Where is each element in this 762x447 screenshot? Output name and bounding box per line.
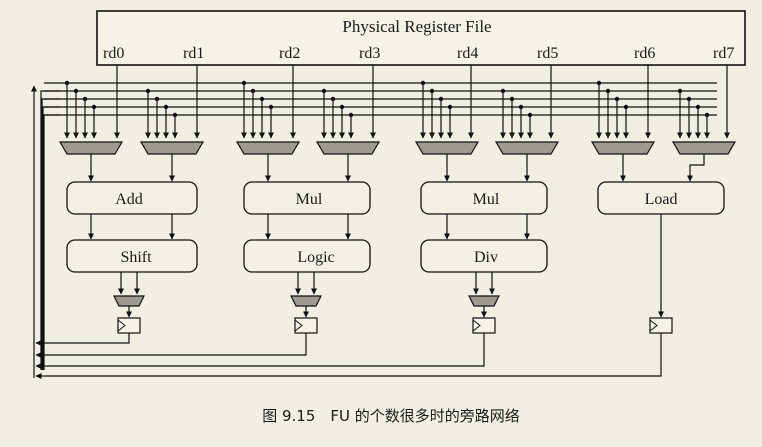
operand-mux-5 bbox=[494, 141, 560, 155]
operand-mux-3 bbox=[315, 141, 381, 155]
operand-mux-1 bbox=[139, 141, 205, 155]
div-unit-label: Div bbox=[474, 249, 498, 266]
mul-unit-1-label: Mul bbox=[296, 191, 323, 208]
pipeline-register-0 bbox=[117, 317, 141, 334]
operand-mux-6 bbox=[590, 141, 656, 155]
writeback-wire-3 bbox=[35, 333, 662, 379]
bypass-return-1 bbox=[40, 90, 60, 370]
mul-unit-1 bbox=[243, 181, 371, 215]
result-mux-1 bbox=[290, 295, 322, 307]
writeback-wire-2 bbox=[35, 333, 485, 369]
clock-triangle bbox=[472, 319, 481, 332]
fu-group-1: Add Shift bbox=[66, 181, 198, 273]
read-port-labels: rd0 rd1 rd2 rd3 rd4 rd5 rd6 rd7 bbox=[103, 45, 734, 62]
bypass-return-4 bbox=[43, 114, 60, 370]
bypass-return-2 bbox=[41, 98, 60, 370]
operand-muxes bbox=[58, 141, 737, 155]
operand-mux-7 bbox=[671, 141, 737, 155]
bypass-return-3 bbox=[42, 106, 60, 370]
operand-mux-2 bbox=[235, 141, 301, 155]
clock-triangle bbox=[294, 319, 303, 332]
register-file-box bbox=[96, 10, 746, 66]
register-file-label: Physical Register File bbox=[342, 17, 491, 36]
mul-unit-2-label: Mul bbox=[473, 191, 500, 208]
shift-unit-label: Shift bbox=[120, 249, 152, 266]
figure-caption: 图 9.15 FU 的个数很多时的旁路网络 bbox=[262, 407, 520, 425]
fu-group-2: Mul Logic bbox=[243, 181, 371, 273]
pipeline-register-3 bbox=[649, 317, 673, 334]
fu-group-3: Mul Div bbox=[420, 181, 548, 273]
logic-unit bbox=[243, 239, 371, 273]
shift-unit bbox=[66, 239, 198, 273]
result-mux-2 bbox=[468, 295, 500, 307]
port-label-rd3: rd3 bbox=[359, 45, 380, 62]
port-label-rd2: rd2 bbox=[279, 45, 300, 62]
bypass-wires bbox=[31, 65, 730, 378]
port-label-rd1: rd1 bbox=[183, 45, 204, 62]
writeback-wire-0 bbox=[35, 333, 130, 346]
port-label-rd4: rd4 bbox=[457, 45, 478, 62]
result-stage bbox=[35, 214, 673, 379]
load-unit-label: Load bbox=[645, 191, 678, 208]
writeback-wire-1 bbox=[35, 333, 307, 358]
add-unit-label: Add bbox=[115, 191, 143, 208]
pipeline-register-1 bbox=[294, 317, 318, 334]
port-label-rd6: rd6 bbox=[634, 45, 655, 62]
mul-unit-2 bbox=[420, 181, 548, 215]
operand-mux-0 bbox=[58, 141, 124, 155]
add-unit bbox=[66, 181, 198, 215]
clock-triangle bbox=[649, 319, 658, 332]
pipeline-register-2 bbox=[472, 317, 496, 334]
fu-group-4: Load bbox=[597, 181, 725, 215]
result-mux-0 bbox=[113, 295, 145, 307]
clock-triangle bbox=[117, 319, 126, 332]
port-label-rd0: rd0 bbox=[103, 45, 124, 62]
operand-mux-4 bbox=[414, 141, 480, 155]
port-label-rd5: rd5 bbox=[537, 45, 558, 62]
port-label-rd7: rd7 bbox=[713, 45, 734, 62]
load-operand-b bbox=[687, 154, 705, 182]
logic-unit-label: Logic bbox=[297, 249, 334, 266]
div-unit bbox=[420, 239, 548, 273]
